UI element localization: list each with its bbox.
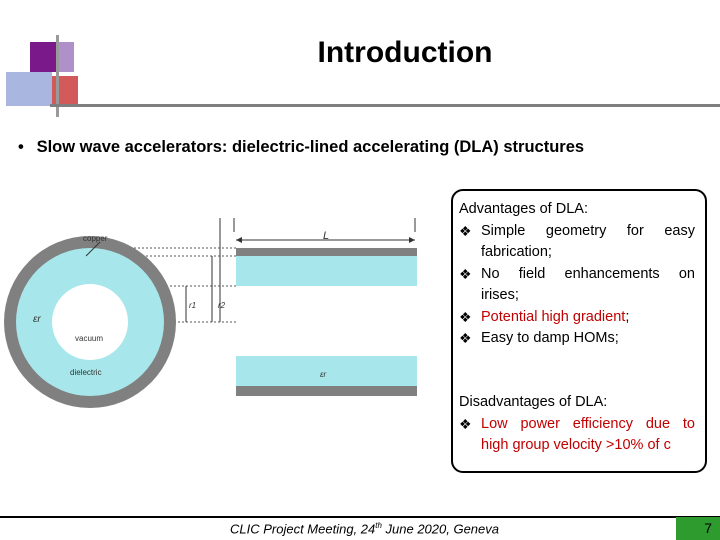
label-copper: copper [83,234,108,243]
advantage-item: ❖ Simple geometry for easy fabrication; [459,221,695,264]
advantage-text: Easy to damp HOMs; [481,330,619,346]
label-L: L [323,230,329,242]
advantages-block: Advantages of DLA: ❖ Simple geometry for… [459,199,695,350]
copper-wall-bottom [236,386,417,396]
footer-sup: th [375,521,382,530]
diamond-bullet-icon: ❖ [459,222,472,239]
vacuum-core [52,284,128,360]
diamond-bullet-icon: ❖ [459,330,472,346]
advantage-text: fabrication; [481,244,552,260]
diamond-bullet-icon: ❖ [459,308,472,325]
dla-diagram: copper L r1 r2 εr vacuum dielectric εr [4,218,417,408]
label-er: εr [33,314,41,325]
arrow-head [409,237,415,243]
advantages-heading: Advantages of DLA: [459,201,588,217]
advantage-item: ❖ Easy to damp HOMs; [459,328,695,350]
advantage-item: ❖ Potential high gradient; [459,307,695,329]
bullet-point: • Slow wave accelerators: dielectric-lin… [18,138,584,157]
copper-pointer [85,241,101,257]
advantage-text: No field enhancements on [481,265,695,282]
advantage-text: Potential high gradient [481,308,626,325]
disadvantage-text: Low power efficiency due to [481,415,695,432]
label-r1: r1 [189,301,196,310]
advantage-text: irises; [481,287,519,303]
advantage-text: ; [625,308,630,325]
advantage-text: Simple geometry for easy [481,222,695,239]
label-r2: r2 [218,301,226,310]
diamond-bullet-icon: ❖ [459,265,472,282]
footer-divider [0,516,720,518]
label-dielectric: dielectric [70,368,102,377]
page-title: Introduction [317,36,493,69]
bullet-text: Slow wave accelerators: dielectric-lined… [36,138,585,156]
footer-pre: CLIC Project Meeting, 24 [230,521,376,537]
advantage-item: ❖ No field enhancements on irises; [459,264,695,307]
disadvantage-item: ❖ Low power efficiency due to high group… [459,414,695,457]
label-er-section: εr [320,370,327,379]
page-number: 7 [676,517,720,540]
diamond-bullet-icon: ❖ [459,415,472,432]
disadvantage-text: high group velocity >10% of c [481,437,671,453]
footer-text: CLIC Project Meeting, 24th June 2020, Ge… [230,521,499,536]
dla-summary-box [451,189,707,473]
dielectric-bottom [236,356,417,386]
dielectric-top [236,256,417,286]
disadvantages-heading: Disadvantages of DLA: [459,394,608,410]
label-vacuum: vacuum [75,334,103,343]
arrow-head [236,237,242,243]
copper-wall-top [236,248,417,256]
bullet-icon: • [18,138,24,156]
title-divider [50,104,720,107]
footer-post: June 2020, Geneva [381,521,499,537]
disadvantages-block: Disadvantages of DLA: ❖ Low power effici… [459,392,695,457]
